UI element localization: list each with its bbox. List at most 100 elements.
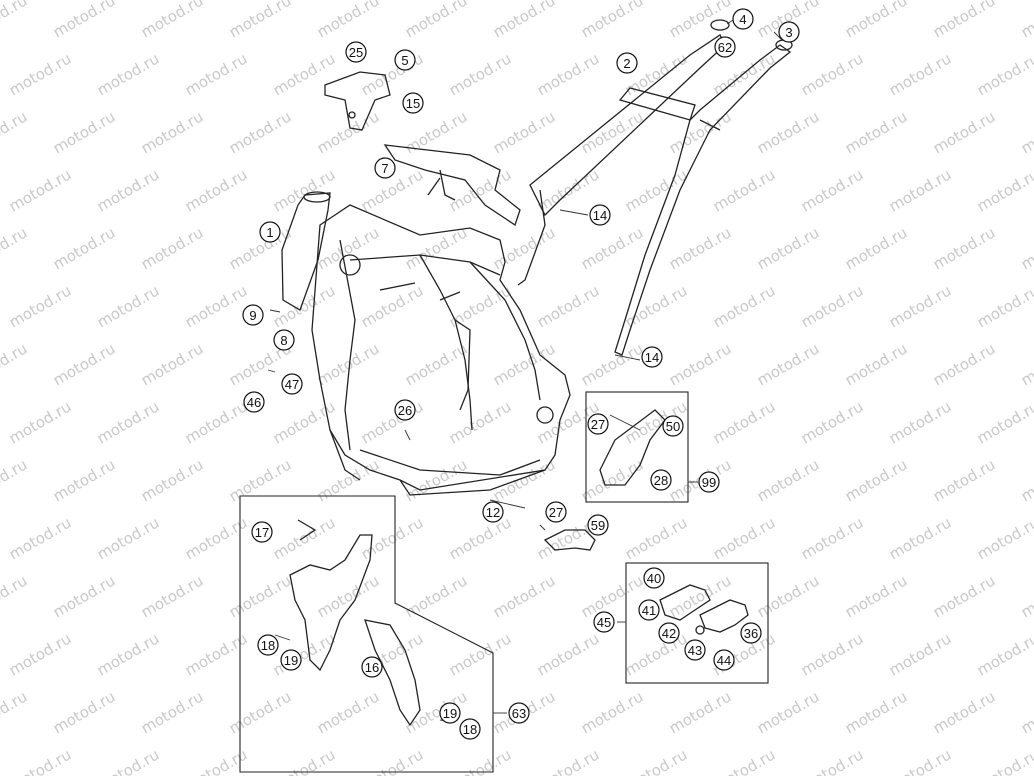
callout-number: 25 xyxy=(349,45,363,60)
watermark-text: motod.ru xyxy=(974,513,1034,563)
watermark-text: motod.ru xyxy=(1018,107,1034,157)
callout-circle xyxy=(280,649,302,671)
watermark-text: motod.ru xyxy=(886,629,955,679)
watermark-text: motod.ru xyxy=(886,281,955,331)
watermark-text: motod.ru xyxy=(6,49,75,99)
callout-36: 36 xyxy=(740,622,762,644)
watermark-text: motod.ru xyxy=(622,513,691,563)
top-bracket xyxy=(324,71,391,131)
watermark-text: motod.ru xyxy=(314,455,383,505)
callout-18: 18 xyxy=(257,634,279,656)
watermark-text: motod.ru xyxy=(402,571,471,621)
callout-circle xyxy=(587,514,609,536)
callout-circle xyxy=(243,391,265,413)
watermark-text: motod.ru xyxy=(754,107,823,157)
watermark-text: motod.ru xyxy=(182,281,251,331)
callout-number: 47 xyxy=(285,377,299,392)
detail-box-99 xyxy=(585,391,689,503)
watermark-text: motod.ru xyxy=(710,281,779,331)
watermark-text: motod.ru xyxy=(94,165,163,215)
callout-circle xyxy=(394,399,416,421)
callout-number: 17 xyxy=(255,525,269,540)
callout-circle xyxy=(508,702,530,724)
callout-circle xyxy=(545,501,567,523)
callout-27: 27 xyxy=(587,413,609,435)
callout-number: 18 xyxy=(463,722,477,737)
callout-15: 15 xyxy=(402,92,424,114)
watermark-text: motod.ru xyxy=(358,281,427,331)
watermark-text: motod.ru xyxy=(754,223,823,273)
watermark-text: motod.ru xyxy=(314,0,383,41)
callout-47: 47 xyxy=(281,373,303,395)
callout-circle xyxy=(732,8,754,30)
watermark-text: motod.ru xyxy=(842,0,911,41)
callout-62: 62 xyxy=(714,36,736,58)
watermark-text: motod.ru xyxy=(138,107,207,157)
callout-circle xyxy=(257,634,279,656)
callout-number: 7 xyxy=(381,161,388,176)
callout-number: 15 xyxy=(406,96,420,111)
watermark-text: motod.ru xyxy=(578,687,647,737)
callout-layer: 1234578912141415161718181919252627272836… xyxy=(242,8,800,740)
part-99-chain-guide xyxy=(599,409,666,486)
callout-14: 14 xyxy=(589,204,611,226)
callout-45: 45 xyxy=(593,611,615,633)
callout-circle xyxy=(643,567,665,589)
watermark-text: motod.ru xyxy=(226,455,295,505)
part-63-frame-guard xyxy=(289,519,421,727)
callout-circle xyxy=(714,36,736,58)
watermark-text: motod.ru xyxy=(490,455,559,505)
watermark-text: motod.ru xyxy=(666,223,735,273)
watermark-text: motod.ru xyxy=(446,745,515,776)
part-45-footrest-set xyxy=(659,584,749,635)
watermark-text: motod.ru xyxy=(0,0,30,41)
watermark-text: motod.ru xyxy=(358,513,427,563)
callout-circle xyxy=(698,471,720,493)
callout-12: 12 xyxy=(482,501,504,523)
watermark-text: motod.ru xyxy=(50,455,119,505)
watermark-text: motod.ru xyxy=(710,49,779,99)
watermark-text: motod.ru xyxy=(94,49,163,99)
watermark-text: motod.ru xyxy=(50,223,119,273)
callout-7: 7 xyxy=(374,157,396,179)
callout-circle xyxy=(374,157,396,179)
callout-circle xyxy=(662,415,684,437)
callout-number: 16 xyxy=(365,660,379,675)
watermark-text: motod.ru xyxy=(0,455,30,505)
callout-43: 43 xyxy=(684,639,706,661)
watermark-text: motod.ru xyxy=(402,455,471,505)
callout-circle xyxy=(259,221,281,243)
watermark-text: motod.ru xyxy=(6,629,75,679)
callout-number: 28 xyxy=(654,473,668,488)
watermark-text: motod.ru xyxy=(446,513,515,563)
callout-1: 1 xyxy=(259,221,281,243)
watermark-text: motod.ru xyxy=(930,687,999,737)
watermark-text: motod.ru xyxy=(314,687,383,737)
callout-circle xyxy=(482,501,504,523)
callout-3: 3 xyxy=(778,21,800,43)
watermark-text: motod.ru xyxy=(270,49,339,99)
callout-number: 36 xyxy=(744,626,758,641)
watermark-text: motod.ru xyxy=(182,49,251,99)
callout-number: 9 xyxy=(249,308,256,323)
callout-number: 99 xyxy=(702,475,716,490)
part-7-front-bracket xyxy=(383,144,521,227)
watermark-text: motod.ru xyxy=(0,687,30,737)
watermark-text: motod.ru xyxy=(94,513,163,563)
watermark-text: motod.ru xyxy=(622,629,691,679)
callout-circle xyxy=(778,21,800,43)
callout-40: 40 xyxy=(643,567,665,589)
watermark-text: motod.ru xyxy=(754,455,823,505)
watermark-text: motod.ru xyxy=(798,629,867,679)
watermark-text: motod.ru xyxy=(446,165,515,215)
watermark-text: motod.ru xyxy=(666,339,735,389)
watermark-text: motod.ru xyxy=(974,49,1034,99)
watermark-text: motod.ru xyxy=(182,165,251,215)
callout-number: 18 xyxy=(261,638,275,653)
watermark-text: motod.ru xyxy=(314,571,383,621)
watermark-text: motod.ru xyxy=(50,339,119,389)
callout-42: 42 xyxy=(658,622,680,644)
callout-44: 44 xyxy=(713,649,735,671)
watermark-text: motod.ru xyxy=(94,281,163,331)
